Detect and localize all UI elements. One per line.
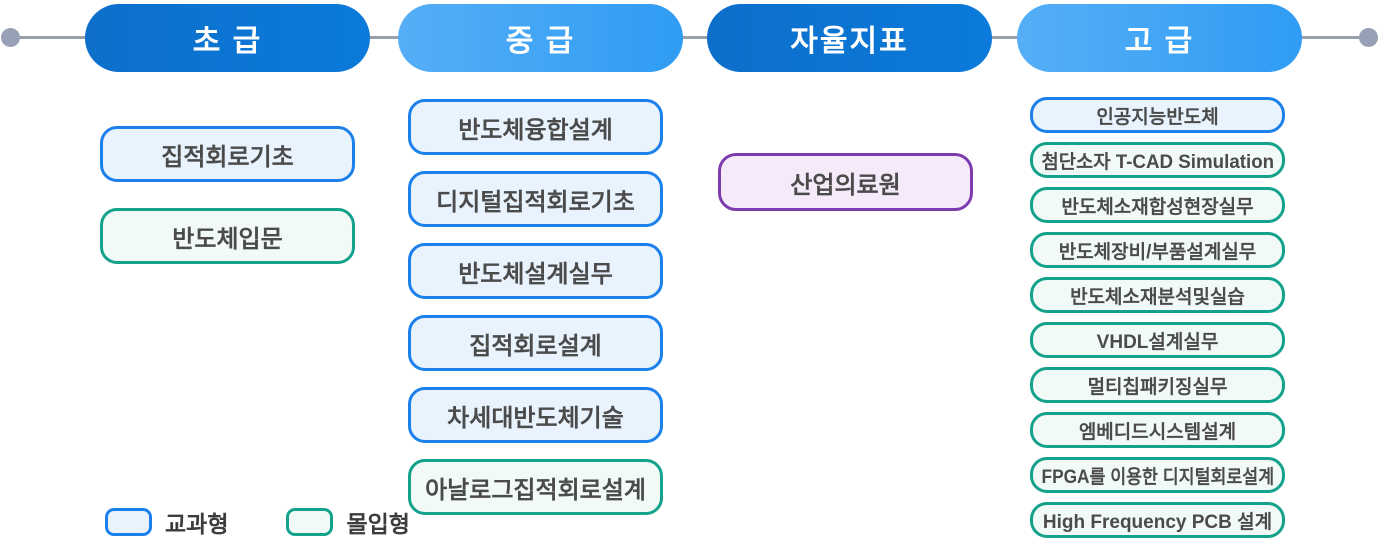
course-label: 멀티칩패키징실무 [1087, 376, 1228, 398]
course-box: 집적회로기초 [100, 126, 355, 182]
timeline-endpoint-right [1359, 28, 1378, 47]
course-box: 반도체소재합성현장실무 [1030, 187, 1285, 223]
course-column-beginner: 집적회로기초 반도체입문 [100, 126, 355, 264]
course-box: 반도체입문 [100, 208, 355, 264]
course-label: 디지털집적회로기초 [436, 188, 635, 216]
course-box: FPGA를 이용한 디지털회로설계 [1030, 457, 1285, 493]
course-label: 인공지능반도체 [1096, 106, 1219, 128]
course-column-autonomous: 산업의료원 [718, 153, 973, 211]
course-box: 집적회로설계 [408, 315, 663, 371]
course-box: 반도체융합설계 [408, 99, 663, 155]
legend-label: 교과형 [165, 511, 229, 537]
course-label: 엠베디드시스템설계 [1078, 421, 1237, 443]
course-label: 반도체입문 [172, 225, 283, 253]
course-box: 디지털집적회로기초 [408, 171, 663, 227]
course-label: 집적회로기초 [161, 143, 294, 171]
timeline-endpoint-left [1, 28, 20, 47]
course-box: 아날로그집적회로설계 [408, 459, 663, 515]
timeline-line [12, 36, 1369, 39]
course-label: 반도체설계실무 [458, 260, 613, 288]
course-box: 차세대반도체기술 [408, 387, 663, 443]
course-label: 아날로그집적회로설계 [425, 476, 646, 504]
level-header-label: 초 급 [192, 25, 263, 58]
curriculum-type-swatch [105, 508, 152, 536]
course-label: High Frequency PCB 설계 [1042, 511, 1273, 533]
level-header-beginner: 초 급 [85, 4, 370, 72]
course-label: 집적회로설계 [469, 332, 602, 360]
course-label: 반도체융합설계 [458, 116, 613, 144]
course-box: 산업의료원 [718, 153, 973, 211]
immersive-type-swatch [286, 508, 334, 536]
course-column-advanced: 인공지능반도체 첨단소자 T-CAD Simulation 반도체소재합성현장실… [1030, 97, 1285, 538]
legend: 교과형 몰입형 [105, 505, 410, 539]
level-header-advanced: 고 급 [1017, 4, 1302, 72]
level-header-label: 자율지표 [790, 25, 909, 58]
level-header-intermediate: 중 급 [398, 4, 683, 72]
legend-item-immersive: 몰입형 [286, 505, 410, 539]
course-box: 반도체설계실무 [408, 243, 663, 299]
course-label: 차세대반도체기술 [447, 404, 624, 432]
course-label: 반도체장비/부품설계실무 [1058, 241, 1257, 263]
level-header-autonomous: 자율지표 [707, 4, 992, 72]
course-box: 인공지능반도체 [1030, 97, 1285, 133]
course-label: 반도체소재합성현장실무 [1061, 196, 1254, 218]
legend-item-curriculum: 교과형 [105, 505, 228, 539]
course-label: 산업의료원 [790, 171, 901, 199]
legend-label: 몰입형 [346, 511, 410, 537]
course-box: 첨단소자 T-CAD Simulation [1030, 142, 1285, 178]
course-label: 반도체소재분석및실습 [1070, 286, 1245, 308]
course-box: VHDL설계실무 [1030, 322, 1285, 358]
course-label: 첨단소자 T-CAD Simulation [1041, 151, 1274, 173]
course-column-intermediate: 반도체융합설계 디지털집적회로기초 반도체설계실무 집적회로설계 차세대반도체기… [408, 99, 663, 515]
level-header-label: 고 급 [1124, 25, 1195, 58]
course-box: 반도체소재분석및실습 [1030, 277, 1285, 313]
course-box: 반도체장비/부품설계실무 [1030, 232, 1285, 268]
course-label: FPGA를 이용한 디지털회로설계 [1041, 466, 1274, 488]
course-box: 엠베디드시스템설계 [1030, 412, 1285, 448]
course-box: High Frequency PCB 설계 [1030, 502, 1285, 538]
course-box: 멀티칩패키징실무 [1030, 367, 1285, 403]
course-label: VHDL설계실무 [1096, 331, 1219, 353]
level-header-label: 중 급 [505, 25, 576, 58]
